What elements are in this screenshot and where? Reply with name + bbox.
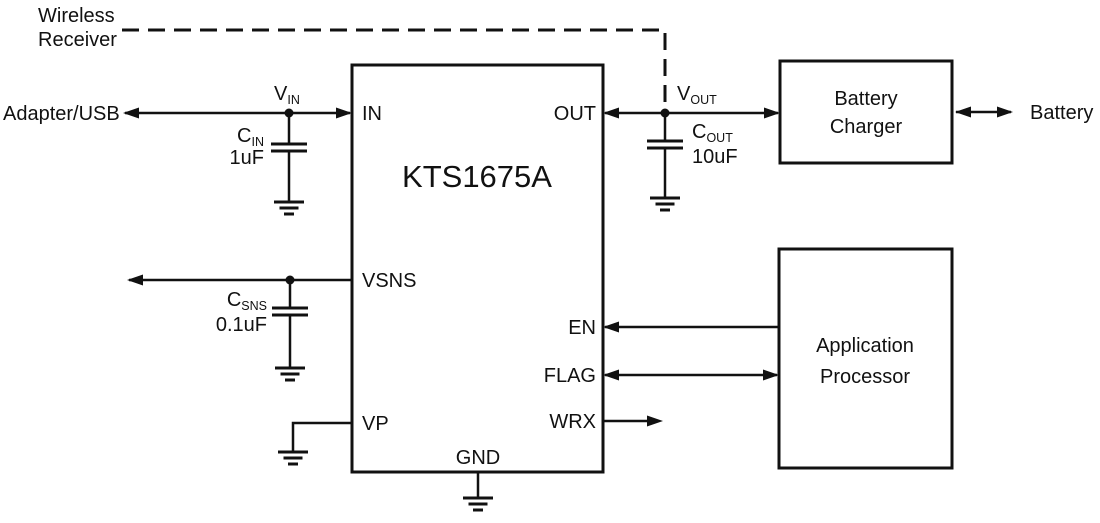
capacitor-csns-symbol bbox=[272, 280, 308, 382]
ic-part-number: KTS1675A bbox=[402, 159, 552, 194]
ground-icon bbox=[272, 200, 306, 216]
ground-icon bbox=[648, 196, 682, 212]
cout-ref-label: COUT bbox=[692, 121, 733, 145]
arrowhead-into-flag-icon bbox=[603, 369, 619, 381]
arrowhead-into-out-icon bbox=[603, 107, 619, 119]
arrowhead-vsns-out-icon bbox=[127, 274, 143, 286]
gnd-net bbox=[461, 472, 495, 512]
application-processor-label-line1: Application bbox=[816, 335, 914, 357]
ic-box bbox=[350, 63, 605, 474]
wireless-receiver-net: Wireless Receiver bbox=[38, 5, 667, 110]
battery-charger-block: Battery Charger bbox=[778, 59, 954, 165]
arrowhead-into-in-icon bbox=[336, 107, 352, 119]
vin-net-label: VIN bbox=[274, 83, 300, 107]
input-net: Adapter/USB VIN CIN 1uF bbox=[3, 83, 352, 216]
application-processor-block: Application Processor bbox=[777, 247, 954, 470]
battery-charger-label-line2: Charger bbox=[830, 116, 903, 138]
vp-net bbox=[276, 421, 352, 466]
wireless-receiver-label-line2: Receiver bbox=[38, 29, 117, 51]
capacitor-cin-symbol bbox=[271, 113, 307, 216]
pin-label-gnd: GND bbox=[456, 447, 500, 469]
battery-label: Battery bbox=[1030, 102, 1093, 124]
arrowhead-wrx-out-icon bbox=[647, 415, 663, 427]
wrx-net bbox=[603, 415, 663, 427]
en-net bbox=[603, 321, 779, 333]
ground-icon bbox=[461, 496, 495, 512]
cout-value-label: 10uF bbox=[692, 146, 738, 168]
pin-label-en: EN bbox=[568, 317, 596, 339]
arrowhead-into-processor-icon bbox=[763, 369, 779, 381]
flag-net bbox=[603, 369, 779, 381]
cin-value-label: 1uF bbox=[230, 147, 264, 169]
pin-label-vp: VP bbox=[362, 413, 389, 435]
vout-net-label: VOUT bbox=[677, 83, 717, 107]
adapter-usb-label: Adapter/USB bbox=[3, 103, 120, 125]
pin-label-out: OUT bbox=[554, 103, 596, 125]
arrowhead-to-adapter-icon bbox=[123, 107, 139, 119]
battery-net: Battery bbox=[955, 102, 1093, 124]
pin-label-flag: FLAG bbox=[544, 365, 596, 387]
application-processor-label-line2: Processor bbox=[820, 366, 910, 388]
ground-icon bbox=[273, 366, 307, 382]
battery-charger-label-line1: Battery bbox=[834, 88, 897, 110]
arrowhead-into-charger-right-icon bbox=[955, 106, 971, 118]
csns-ref-label: CSNS bbox=[227, 289, 267, 313]
vsns-net: CSNS 0.1uF bbox=[127, 274, 352, 382]
battery-charger-box bbox=[778, 59, 954, 165]
arrowhead-into-charger-icon bbox=[764, 107, 780, 119]
output-net: VOUT COUT 10uF bbox=[603, 83, 780, 212]
cin-ref-label: CIN bbox=[237, 125, 264, 149]
pin-label-wrx: WRX bbox=[549, 411, 596, 433]
arrowhead-into-en-icon bbox=[603, 321, 619, 333]
pin-label-vsns: VSNS bbox=[362, 270, 416, 292]
vp-wire bbox=[291, 421, 352, 452]
ground-icon bbox=[276, 450, 310, 466]
application-processor-box bbox=[777, 247, 954, 470]
ic-block: KTS1675A IN OUT VSNS VP EN FLAG WRX GND bbox=[350, 63, 605, 474]
capacitor-cout-symbol bbox=[647, 113, 683, 212]
wireless-receiver-label-line1: Wireless bbox=[38, 5, 115, 27]
csns-value-label: 0.1uF bbox=[216, 314, 267, 336]
pin-label-in: IN bbox=[362, 103, 382, 125]
arrowhead-to-battery-icon bbox=[997, 106, 1013, 118]
